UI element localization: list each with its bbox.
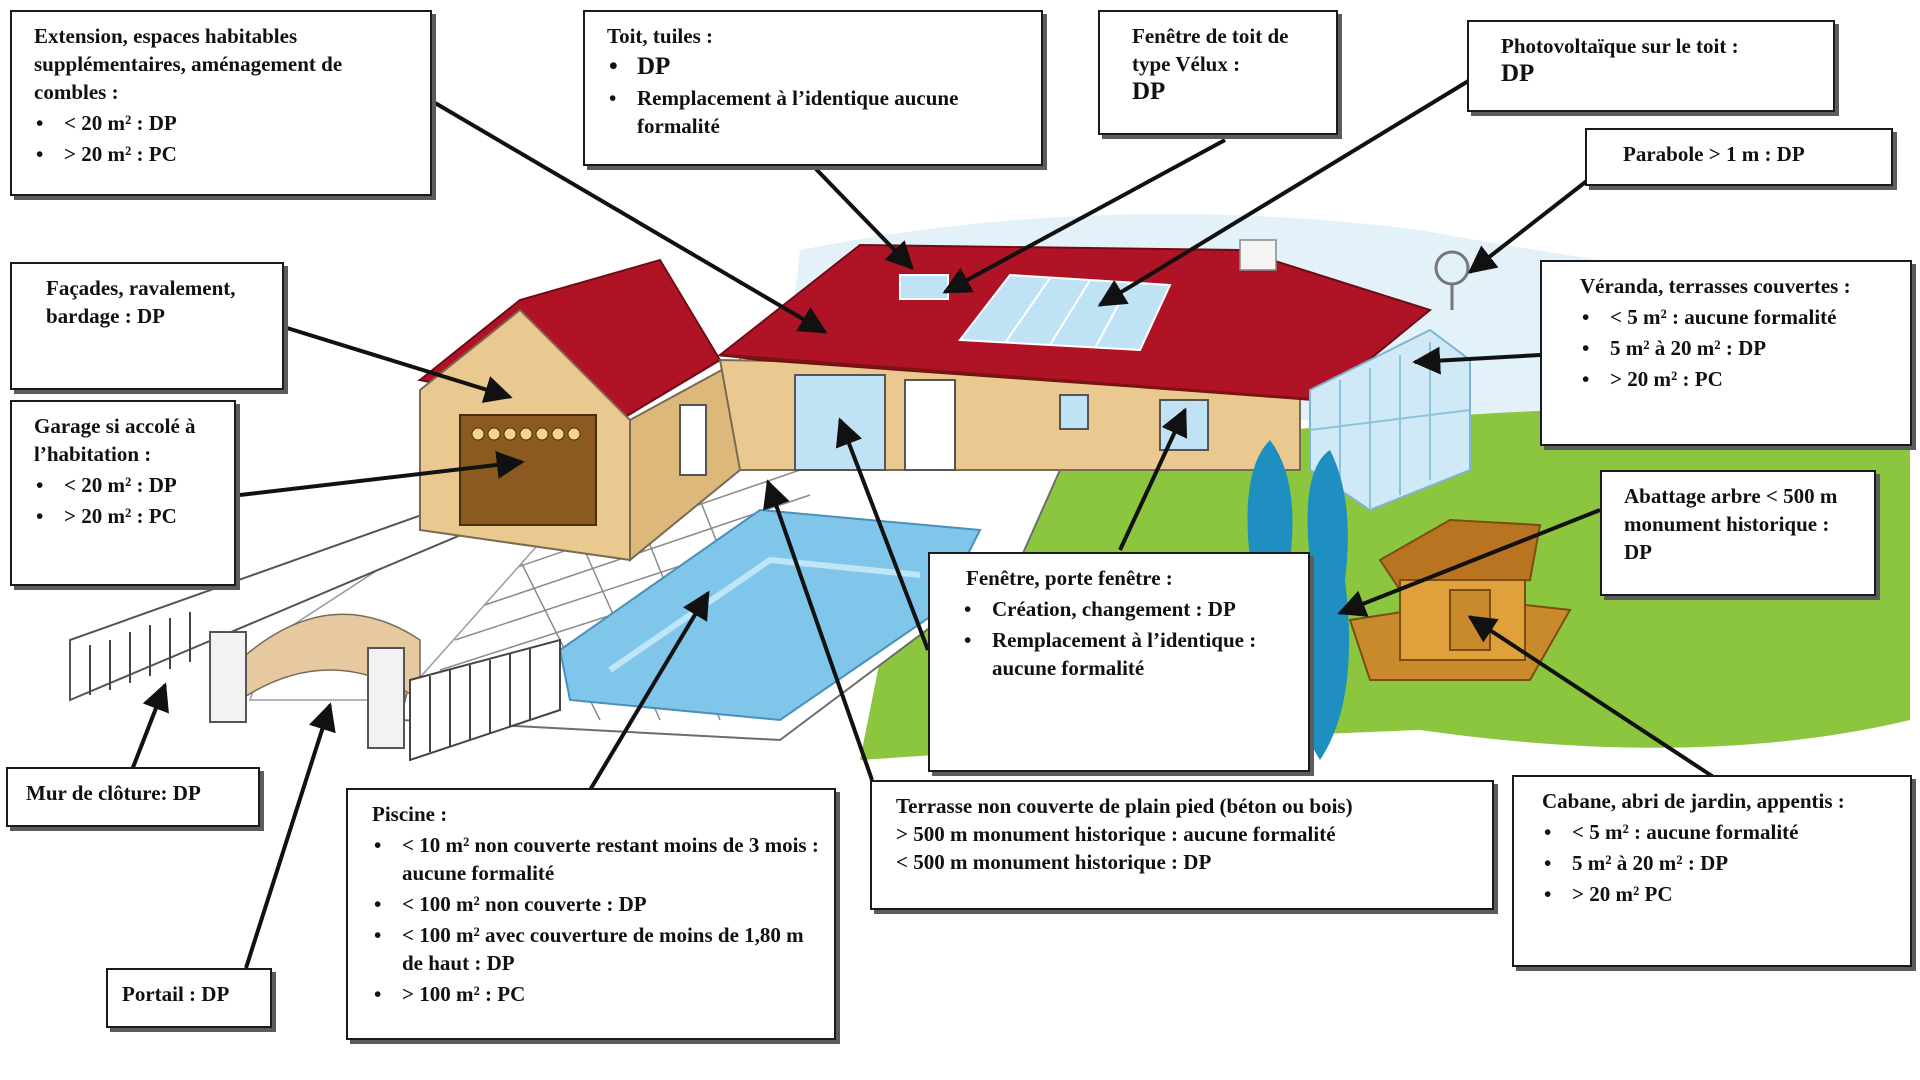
list-item: < 5 m² : aucune formalité	[1544, 818, 1896, 846]
list-item: Remplacement à l’identique : aucune form…	[964, 626, 1294, 682]
callout-velux: Fenêtre de toit de type Vélux : DP	[1098, 10, 1338, 135]
list-item: > 20 m² : PC	[1582, 365, 1896, 393]
veranda	[1309, 328, 1471, 512]
callout-abattage: Abattage arbre < 500 m monument historiq…	[1600, 470, 1876, 596]
front-door	[904, 379, 956, 471]
chimney	[1239, 239, 1277, 271]
arrow-facades	[286, 326, 513, 403]
arrow-velux	[942, 138, 1226, 294]
callout-velux-value: DP	[1132, 78, 1166, 105]
callout-terrasse-line-3: < 500 m monument historique : DP	[896, 850, 1212, 874]
list-item: > 20 m² PC	[1544, 880, 1896, 908]
callout-toit: Toit, tuiles : DP Remplacement à l’ident…	[583, 10, 1043, 166]
arrow-garage	[239, 451, 525, 497]
callout-cabane-title: Cabane, abri de jardin, appentis :	[1542, 789, 1845, 813]
list-item: > 100 m² : PC	[374, 980, 820, 1008]
callout-cabane: Cabane, abri de jardin, appentis : < 5 m…	[1512, 775, 1912, 967]
callout-piscine-list: < 10 m² non couverte restant moins de 3 …	[372, 831, 820, 1008]
arrow-mur	[130, 682, 169, 771]
callout-facades: Façades, ravalement, bardage : DP	[10, 262, 284, 390]
list-item: 5 m² à 20 m² : DP	[1544, 849, 1896, 877]
callout-velux-title: Fenêtre de toit de type Vélux :	[1132, 24, 1289, 76]
arrow-cabane	[1467, 615, 1717, 780]
callout-arrows	[130, 78, 1717, 969]
arrow-fenetre-porte	[835, 417, 930, 651]
list-item: < 20 m² : DP	[36, 471, 220, 499]
list-item: > 20 m² : PC	[36, 502, 220, 530]
callout-parabole-text: Parabole > 1 m : DP	[1623, 142, 1805, 166]
list-item: Création, changement : DP	[964, 595, 1294, 623]
callout-garage: Garage si accolé à l’habitation : < 20 m…	[10, 400, 236, 586]
callout-garage-list: < 20 m² : DP > 20 m² : PC	[34, 471, 220, 530]
callout-garage-title: Garage si accolé à l’habitation :	[34, 414, 196, 466]
gate	[409, 638, 561, 762]
list-item: DP	[609, 53, 1027, 81]
list-item: 5 m² à 20 m² : DP	[1582, 334, 1896, 362]
arrow-piscine	[588, 590, 710, 792]
callout-photovoltaique-value: DP	[1501, 60, 1535, 87]
arrow-parabole	[1467, 178, 1590, 274]
callout-photovoltaique-title: Photovoltaïque sur le toit :	[1501, 34, 1739, 58]
callout-mur: Mur de clôture: DP	[6, 767, 260, 827]
list-item: Remplacement à l’identique aucune formal…	[609, 84, 1027, 140]
house-window	[1159, 399, 1209, 451]
callout-extension: Extension, espaces habitables supplément…	[10, 10, 432, 196]
callout-piscine: Piscine : < 10 m² non couverte restant m…	[346, 788, 836, 1040]
list-item: > 20 m² : PC	[36, 140, 416, 168]
arrow-photovoltaique	[1097, 78, 1472, 307]
callout-veranda-list: < 5 m² : aucune formalité 5 m² à 20 m² :…	[1580, 303, 1896, 393]
callout-photovoltaique: Photovoltaïque sur le toit : DP	[1467, 20, 1835, 112]
list-item: < 20 m² : DP	[36, 109, 416, 137]
callout-cabane-list: < 5 m² : aucune formalité 5 m² à 20 m² :…	[1542, 818, 1896, 908]
callout-terrasse-line-2: > 500 m monument historique : aucune for…	[896, 822, 1336, 846]
arrow-abattage	[1337, 508, 1601, 617]
list-item: < 5 m² : aucune formalité	[1582, 303, 1896, 331]
callout-abattage-text: Abattage arbre < 500 m monument historiq…	[1624, 484, 1838, 564]
arrow-toit	[813, 166, 914, 271]
list-item: < 100 m² avec couverture de moins de 1,8…	[374, 921, 820, 977]
arrow-portail	[244, 702, 336, 969]
callout-veranda-title: Véranda, terrasses couvertes :	[1580, 274, 1851, 298]
callout-mur-text: Mur de clôture: DP	[26, 781, 201, 805]
callout-fenetre: Fenêtre, porte fenêtre : Création, chang…	[928, 552, 1310, 772]
callout-terrasse: Terrasse non couverte de plain pied (bét…	[870, 780, 1494, 910]
callout-extension-list: < 20 m² : DP > 20 m² : PC	[34, 109, 416, 168]
callout-parabole: Parabole > 1 m : DP	[1585, 128, 1893, 186]
callout-veranda: Véranda, terrasses couvertes : < 5 m² : …	[1540, 260, 1912, 446]
callout-toit-title: Toit, tuiles :	[607, 24, 713, 48]
callout-facades-text: Façades, ravalement, bardage : DP	[46, 276, 236, 328]
arrow-fenetre	[1118, 407, 1188, 551]
callout-piscine-title: Piscine :	[372, 802, 448, 826]
callout-fenetre-title: Fenêtre, porte fenêtre :	[966, 566, 1173, 590]
callout-portail: Portail : DP	[106, 968, 272, 1028]
callout-fenetre-list: Création, changement : DP Remplacement à…	[964, 595, 1294, 682]
main-house	[717, 239, 1433, 471]
callout-extension-title: Extension, espaces habitables supplément…	[34, 24, 343, 104]
callout-toit-list: DP Remplacement à l’identique aucune for…	[607, 53, 1027, 140]
arrow-extension	[428, 98, 828, 334]
list-item: < 10 m² non couverte restant moins de 3 …	[374, 831, 820, 887]
garage-wing	[416, 258, 741, 563]
arrow-veranda	[1412, 346, 1541, 375]
callout-portail-text: Portail : DP	[122, 982, 230, 1006]
list-item: < 100 m² non couverte : DP	[374, 890, 820, 918]
roof-window	[899, 274, 949, 300]
arrow-terrasse	[763, 479, 874, 781]
callout-terrasse-line-1: Terrasse non couverte de plain pied (bét…	[896, 794, 1353, 818]
